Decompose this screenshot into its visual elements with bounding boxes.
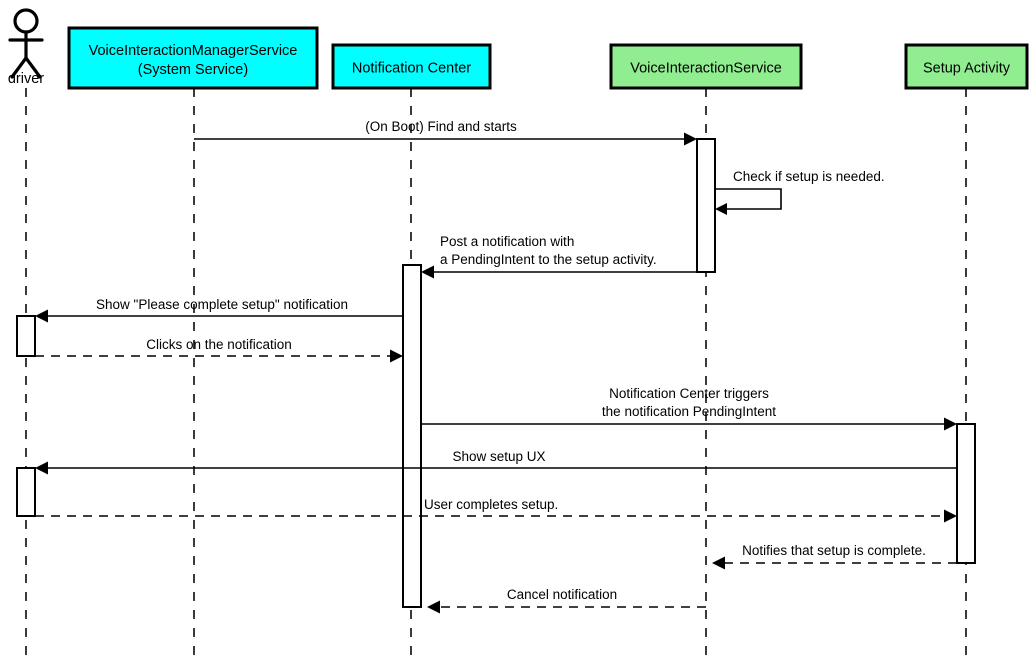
- message-label-msg-9: Notifies that setup is complete.: [742, 543, 926, 558]
- message-label-msg-5: Clicks on the notification: [146, 337, 292, 352]
- participant-label-vims: VoiceInteractionManagerService: [89, 43, 298, 59]
- participant-label-setupactivity: Setup Activity: [923, 61, 1011, 77]
- message-msg-9: Notifies that setup is complete.: [712, 543, 957, 570]
- message-msg-8: User completes setup.: [35, 497, 957, 523]
- activations-layer: [16, 138, 976, 608]
- message-label2-msg-3: a PendingIntent to the setup activity.: [440, 252, 657, 267]
- participant-box-setupactivity[interactable]: Setup Activity: [904, 43, 1029, 90]
- activation-bar-driver: [16, 467, 36, 517]
- message-label2-msg-6: the notification PendingIntent: [602, 404, 776, 419]
- message-label-msg-10: Cancel notification: [507, 587, 617, 602]
- activation-bar-setupactivity: [956, 423, 976, 564]
- participant-box-vims[interactable]: VoiceInteractionManagerService (System Se…: [67, 26, 319, 90]
- actor-leg-right-icon: [24, 56, 42, 79]
- message-msg-7: Show setup UX: [35, 449, 957, 475]
- activation-bar-notifcenter: [402, 264, 422, 608]
- actor-head-icon: [13, 8, 39, 34]
- actor-label-driver: driver: [8, 71, 44, 87]
- activation-bar-driver: [16, 315, 36, 357]
- participant-rect-vis[interactable]: [609, 43, 803, 90]
- message-label-msg-7: Show setup UX: [452, 449, 545, 464]
- participant-rect-notifcenter[interactable]: [331, 43, 492, 90]
- message-arrowhead-msg-6: [944, 417, 957, 431]
- message-msg-6: Notification Center triggers the notifica…: [421, 386, 957, 431]
- participant-box-notifcenter[interactable]: Notification Center: [331, 43, 492, 90]
- message-arrowhead-msg-9: [712, 556, 725, 570]
- message-arrowhead-msg-1: [684, 132, 697, 146]
- message-msg-2: Check if setup is needed.: [715, 169, 885, 215]
- message-arrowhead-msg-4: [35, 309, 48, 323]
- message-arrowhead-msg-2: [715, 203, 727, 215]
- participant-label-notifcenter: Notification Center: [352, 61, 471, 77]
- participant-sublabel-vims: (System Service): [138, 62, 248, 78]
- message-msg-10: Cancel notification: [427, 587, 706, 614]
- actor-driver: driver: [8, 8, 44, 87]
- message-msg-1: (On Boot) Find and starts: [194, 119, 697, 146]
- message-label-msg-1: (On Boot) Find and starts: [365, 119, 517, 134]
- participant-label-vis: VoiceInteractionService: [630, 61, 782, 77]
- message-arrowhead-msg-3: [421, 265, 434, 279]
- activation-bar-vis: [696, 138, 716, 273]
- message-label-msg-8: User completes setup.: [424, 497, 558, 512]
- message-label-msg-4: Show "Please complete setup" notificatio…: [96, 297, 348, 312]
- message-msg-4: Show "Please complete setup" notificatio…: [35, 297, 403, 323]
- message-line-msg-2: [715, 188, 782, 210]
- message-arrowhead-msg-8: [944, 509, 957, 523]
- message-label-msg-6: Notification Center triggers: [609, 386, 769, 401]
- message-arrowhead-msg-7: [35, 461, 48, 475]
- message-label-msg-2: Check if setup is needed.: [733, 169, 885, 184]
- message-msg-5: Clicks on the notification: [35, 337, 403, 363]
- message-msg-3: Post a notification with a PendingIntent …: [421, 234, 697, 279]
- actor-leg-left-icon: [10, 56, 28, 79]
- participant-rect-vims[interactable]: [67, 26, 319, 90]
- participant-rect-setupactivity[interactable]: [904, 43, 1029, 90]
- participants-layer: driver VoiceInteractionManagerService (Sys…: [8, 8, 1029, 90]
- message-label-msg-3: Post a notification with: [440, 234, 574, 249]
- message-arrowhead-msg-10: [427, 600, 440, 614]
- message-arrowhead-msg-5: [390, 349, 403, 363]
- participant-box-vis[interactable]: VoiceInteractionService: [609, 43, 803, 90]
